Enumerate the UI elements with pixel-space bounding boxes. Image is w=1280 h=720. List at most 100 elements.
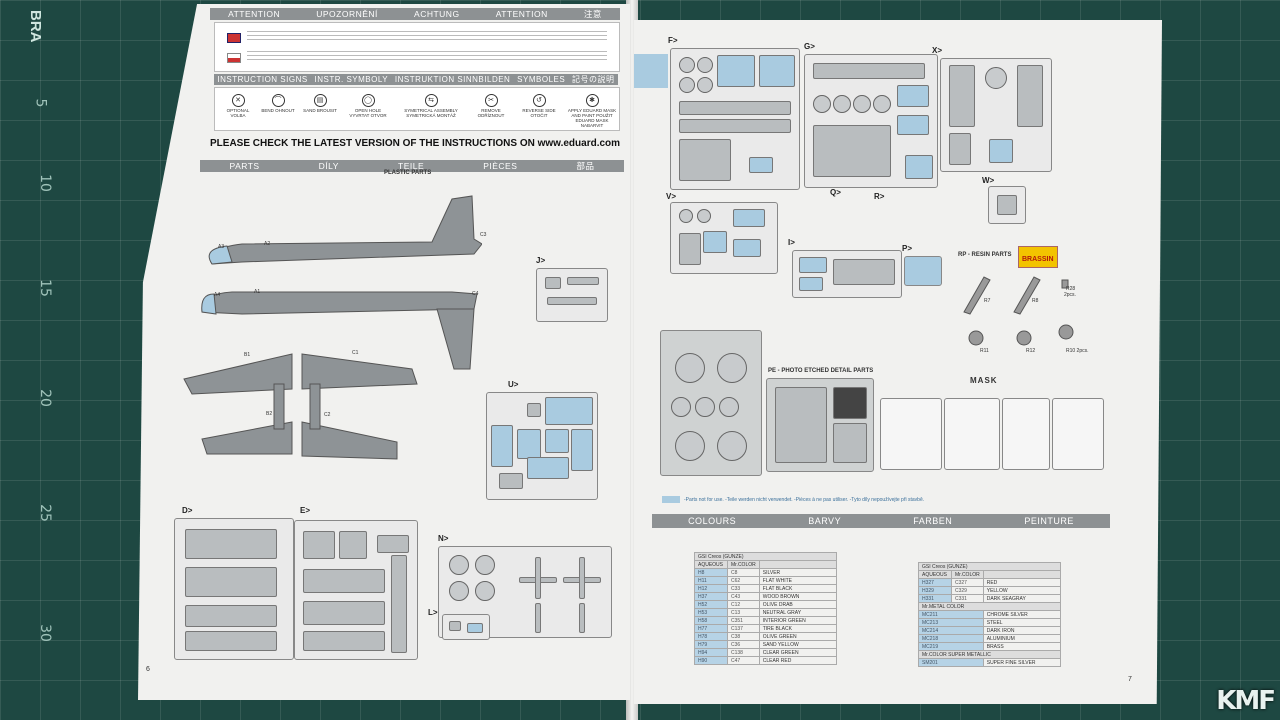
paint-col-header: Mr.COLOR	[951, 570, 984, 579]
pe-fret-2	[766, 378, 874, 472]
paint-table-title: GSI Creos (GUNZE)	[918, 562, 1061, 571]
super-metallic-title: Mr.COLOR SUPER METALLIC	[918, 650, 1061, 659]
part-label: C2	[324, 412, 331, 418]
mask-sheet-3	[1002, 398, 1050, 470]
sprue-x	[940, 58, 1052, 172]
sign-label: REMOVE ODŘÍZNOUT	[477, 108, 505, 118]
paint-table-title: GSI Creos (GUNZE)	[694, 552, 837, 561]
sprue-label-u: U>	[508, 380, 519, 389]
sprue-e	[294, 520, 418, 660]
resin-part-r8	[1013, 276, 1041, 315]
paint-col-header: AQUEOUS	[918, 570, 952, 579]
fuselage-half-lower	[201, 291, 478, 315]
parts-label: PARTS	[229, 161, 260, 171]
resin-part-r11	[968, 330, 984, 346]
sign-label: APPLY EDUARD MASK AND PAINT POUŽIT EDUAR…	[567, 108, 617, 128]
nose-glass	[208, 245, 233, 265]
not-for-use-note: -Parts not for use. -Teile werden nicht …	[684, 497, 925, 503]
attention-lang: ATTENTION	[228, 9, 281, 19]
cz-flag-icon	[227, 53, 241, 63]
nose-glass-lower	[201, 293, 217, 315]
resin-label: 2pcs.	[1064, 292, 1076, 298]
part-label: C4	[472, 291, 479, 297]
kmf-watermark: KMF	[1216, 686, 1276, 716]
sprue-label-f: F>	[668, 36, 678, 45]
nacelle	[273, 383, 285, 430]
parts-bar: PARTS DÍLY TEILE PIÈCES 部品	[200, 160, 624, 172]
ruler-number: 20	[36, 389, 53, 407]
sign-label: OPTIONAL VOLBA	[226, 108, 250, 118]
parts-label: 部品	[576, 161, 595, 171]
sprue-label-l: L>	[428, 608, 438, 617]
part-r-canopy	[634, 54, 668, 88]
ruler-number: 10	[36, 174, 53, 192]
symbols-bar: INSTRUCTION SIGNS INSTR. SYMBOLY INSTRUK…	[214, 74, 618, 85]
mat-ruler: 5 10 15 20 25 30	[0, 0, 60, 720]
bend-icon: ⌒	[271, 94, 285, 107]
sprue-label-j: J>	[536, 256, 546, 265]
aircraft-parts-drawing	[183, 195, 482, 460]
sprue-label-e: E>	[300, 506, 311, 515]
attention-lang: ATTENTION	[495, 9, 548, 19]
ruler-number: 5	[32, 98, 49, 108]
sprue-i	[792, 250, 902, 298]
resin-parts-drawing	[963, 276, 1074, 346]
attention-lang: UPOZORNĚNÍ	[316, 9, 378, 19]
pe-title: PE - PHOTO ETCHED DETAIL PARTS	[768, 368, 874, 374]
not-for-use-swatch	[662, 496, 680, 503]
sprue-g	[804, 54, 938, 188]
colours-label: COLOURS	[688, 516, 737, 526]
attention-lang: ACHTUNG	[414, 9, 460, 19]
resin-label: R28	[1066, 286, 1076, 292]
resin-label: R12	[1026, 348, 1036, 354]
symbols-label: INSTRUCTION SIGNS	[217, 75, 308, 84]
sand-sign: ▤ SAND BROUSIT	[301, 94, 339, 113]
reverse-sign: ↺ REVERSE SIDE OTOČIT	[517, 94, 561, 118]
sign-label: OPEN HOLE VYVRTAT OTVOR	[349, 108, 387, 118]
wing-lower-left	[201, 421, 293, 455]
brassin-logo: BRASSIN	[1018, 246, 1058, 268]
right-page: F> G> X> V>	[634, 20, 1162, 704]
parts-label: PIÈCES	[483, 161, 518, 171]
mask-sheet-4	[1052, 398, 1104, 470]
resin-part-r12	[1016, 330, 1032, 346]
part-p	[904, 256, 942, 286]
mask-sheet-1	[880, 398, 942, 470]
resin-label: R10 2pcs.	[1066, 348, 1089, 354]
colours-label: FARBEN	[913, 516, 953, 526]
part-label: C1	[352, 350, 359, 356]
tail-fin	[436, 308, 475, 370]
resin-label: R11	[980, 348, 989, 354]
sprue-label-g: G>	[804, 42, 815, 51]
sprue-l	[442, 614, 490, 640]
sprue-v	[670, 202, 778, 274]
wing-upper-left	[183, 353, 293, 395]
parts-label: TEILE	[398, 161, 425, 171]
colours-label: BARVY	[808, 516, 842, 526]
part-label: A3	[218, 244, 225, 250]
sprue-label-q: Q>	[830, 188, 841, 197]
resin-label: R7	[984, 298, 991, 304]
instruction-signs-box: ✕ OPTIONAL VOLBA ⌒ BEND OHNOUT ▤ SAND BR…	[214, 87, 620, 131]
sign-label: BEND OHNOUT	[261, 108, 295, 113]
part-label: A4	[214, 292, 221, 298]
part-label: B2	[266, 411, 273, 417]
sprue-w	[988, 186, 1026, 224]
sprue-f	[670, 48, 800, 190]
resin-part-r7	[963, 276, 991, 315]
